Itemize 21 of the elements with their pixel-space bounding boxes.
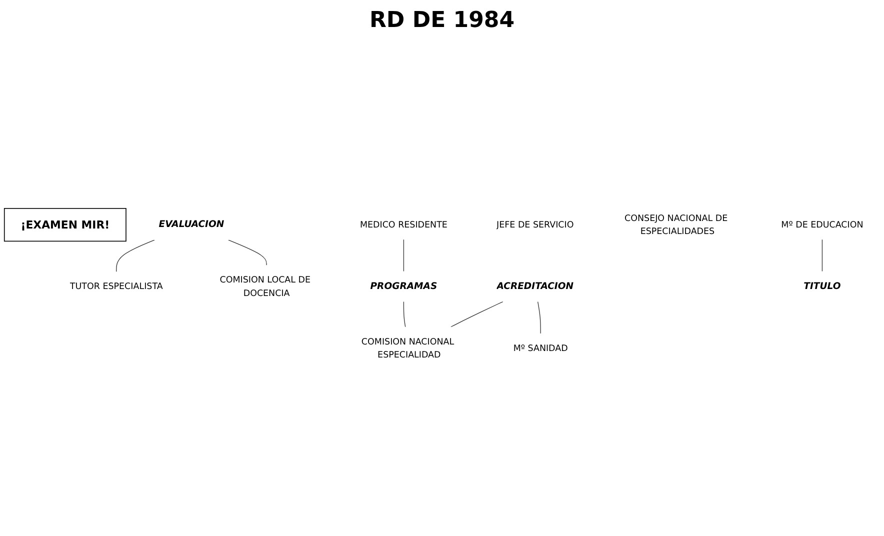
node-text: Mº SANIDAD (513, 342, 568, 354)
node-text: COMISION NACIONAL ESPECIALIDAD (361, 336, 454, 360)
node-text: JEFE DE SERVICIO (496, 219, 574, 230)
node-text: Mº DE EDUCACION (781, 219, 864, 230)
node-text: TITULO (804, 280, 841, 292)
connector (403, 301, 406, 328)
diagram-title: RD DE 1984 (369, 8, 515, 33)
node-text: TUTOR ESPECIALISTA (70, 281, 163, 292)
connector (537, 301, 541, 334)
node-box: ¡EXAMEN MIR! (4, 208, 126, 242)
connector (116, 240, 155, 272)
connector (403, 239, 404, 272)
node-text: CONSEJO NACIONAL DE ESPECIALIDADES (624, 212, 728, 236)
node-text: ACREDITACION (496, 280, 574, 292)
node-text: EVALUACION (158, 218, 224, 230)
connector (228, 240, 267, 266)
node-text: MEDICO RESIDENTE (360, 219, 448, 230)
connector (450, 301, 504, 328)
connector (822, 239, 823, 272)
node-text: COMISION LOCAL DE DOCENCIA (220, 274, 311, 298)
node-text: PROGRAMAS (370, 280, 438, 292)
